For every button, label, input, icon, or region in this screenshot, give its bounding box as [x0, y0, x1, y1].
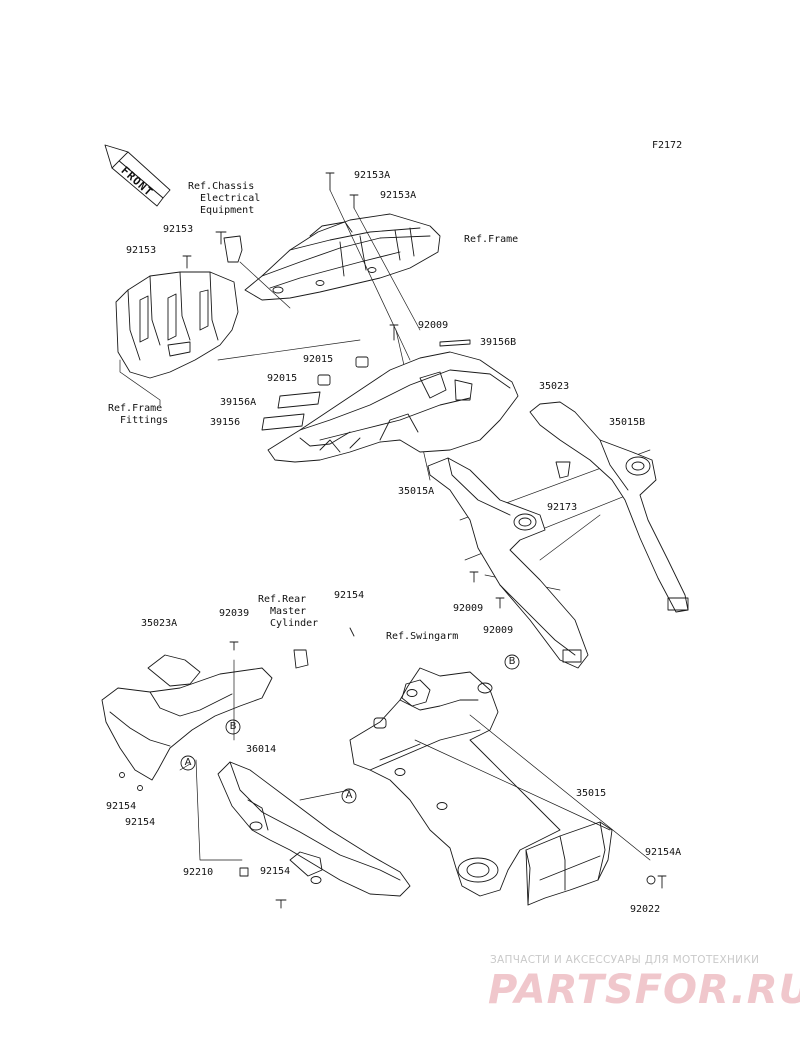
part-label-92154: 92154: [106, 801, 137, 812]
callout-a: A: [184, 757, 192, 768]
part-label-39156: 39156: [210, 417, 241, 428]
ref-frame-fittings: Ref.Frame Fittings: [108, 403, 169, 426]
part-label-92015: 92015: [267, 373, 298, 384]
part-label-35023: 35023: [539, 381, 570, 392]
watermark-brand[interactable]: PARTSFOR.RU: [488, 967, 800, 1013]
figure-code: F2172: [652, 140, 683, 151]
part-label-92154A: 92154A: [645, 847, 682, 858]
swingarm-part: [349, 667, 561, 897]
part-label-39156A: 39156A: [220, 397, 257, 408]
ref-frame: Ref.Frame: [464, 234, 519, 245]
part-label-92153: 92153: [126, 245, 157, 256]
part-label-92153: 92153: [163, 224, 194, 235]
part-label-92153A: 92153A: [354, 170, 391, 181]
mudguard-part: [525, 821, 667, 906]
part-label-35015A: 35015A: [398, 486, 435, 497]
part-label-92009: 92009: [483, 625, 514, 636]
part-label-92154: 92154: [334, 590, 365, 601]
part-label-92022: 92022: [630, 904, 661, 915]
part-label-92210: 92210: [183, 867, 214, 878]
part-label-36014: 36014: [246, 744, 277, 755]
tray-part: [115, 231, 243, 379]
cover-35023A-part: [101, 627, 355, 791]
part-label-92154: 92154: [260, 866, 291, 877]
callout-circles: [180, 654, 520, 804]
part-label-35015: 35015: [576, 788, 607, 799]
ref-chassis-electrical: Ref.Chassis Electrical Equipment: [188, 181, 261, 216]
callout-b: B: [508, 656, 516, 667]
part-label-92154: 92154: [125, 817, 156, 828]
callout-a: A: [345, 790, 353, 801]
callout-b: B: [229, 721, 237, 732]
seat-cover-part: [261, 324, 519, 463]
part-label-92009: 92009: [453, 603, 484, 614]
part-label-92009: 92009: [418, 320, 449, 331]
part-label-35015B: 35015B: [609, 417, 646, 428]
bracket-35015A-part: [427, 457, 589, 669]
chain-guard-part: [217, 761, 411, 909]
part-label-92173: 92173: [547, 502, 578, 513]
part-label-35023A: 35023A: [141, 618, 178, 629]
assembly-lines: [179, 659, 651, 861]
part-label-92015: 92015: [303, 354, 334, 365]
part-label-39156B: 39156B: [480, 337, 517, 348]
watermark-tagline: ЗАПЧАСТИ И АКСЕССУАРЫ ДЛЯ МОТОТЕХНИКИ: [490, 954, 760, 966]
part-label-92039: 92039: [219, 608, 250, 619]
ref-rear-master-cylinder: Ref.Rear Master Cylinder: [258, 594, 319, 629]
ref-swingarm: Ref.Swingarm: [386, 631, 459, 642]
frame-part: [244, 172, 441, 301]
part-label-92153A: 92153A: [380, 190, 417, 201]
front-arrow-icon: [104, 144, 171, 207]
bracket-35015B-part: [469, 401, 689, 613]
